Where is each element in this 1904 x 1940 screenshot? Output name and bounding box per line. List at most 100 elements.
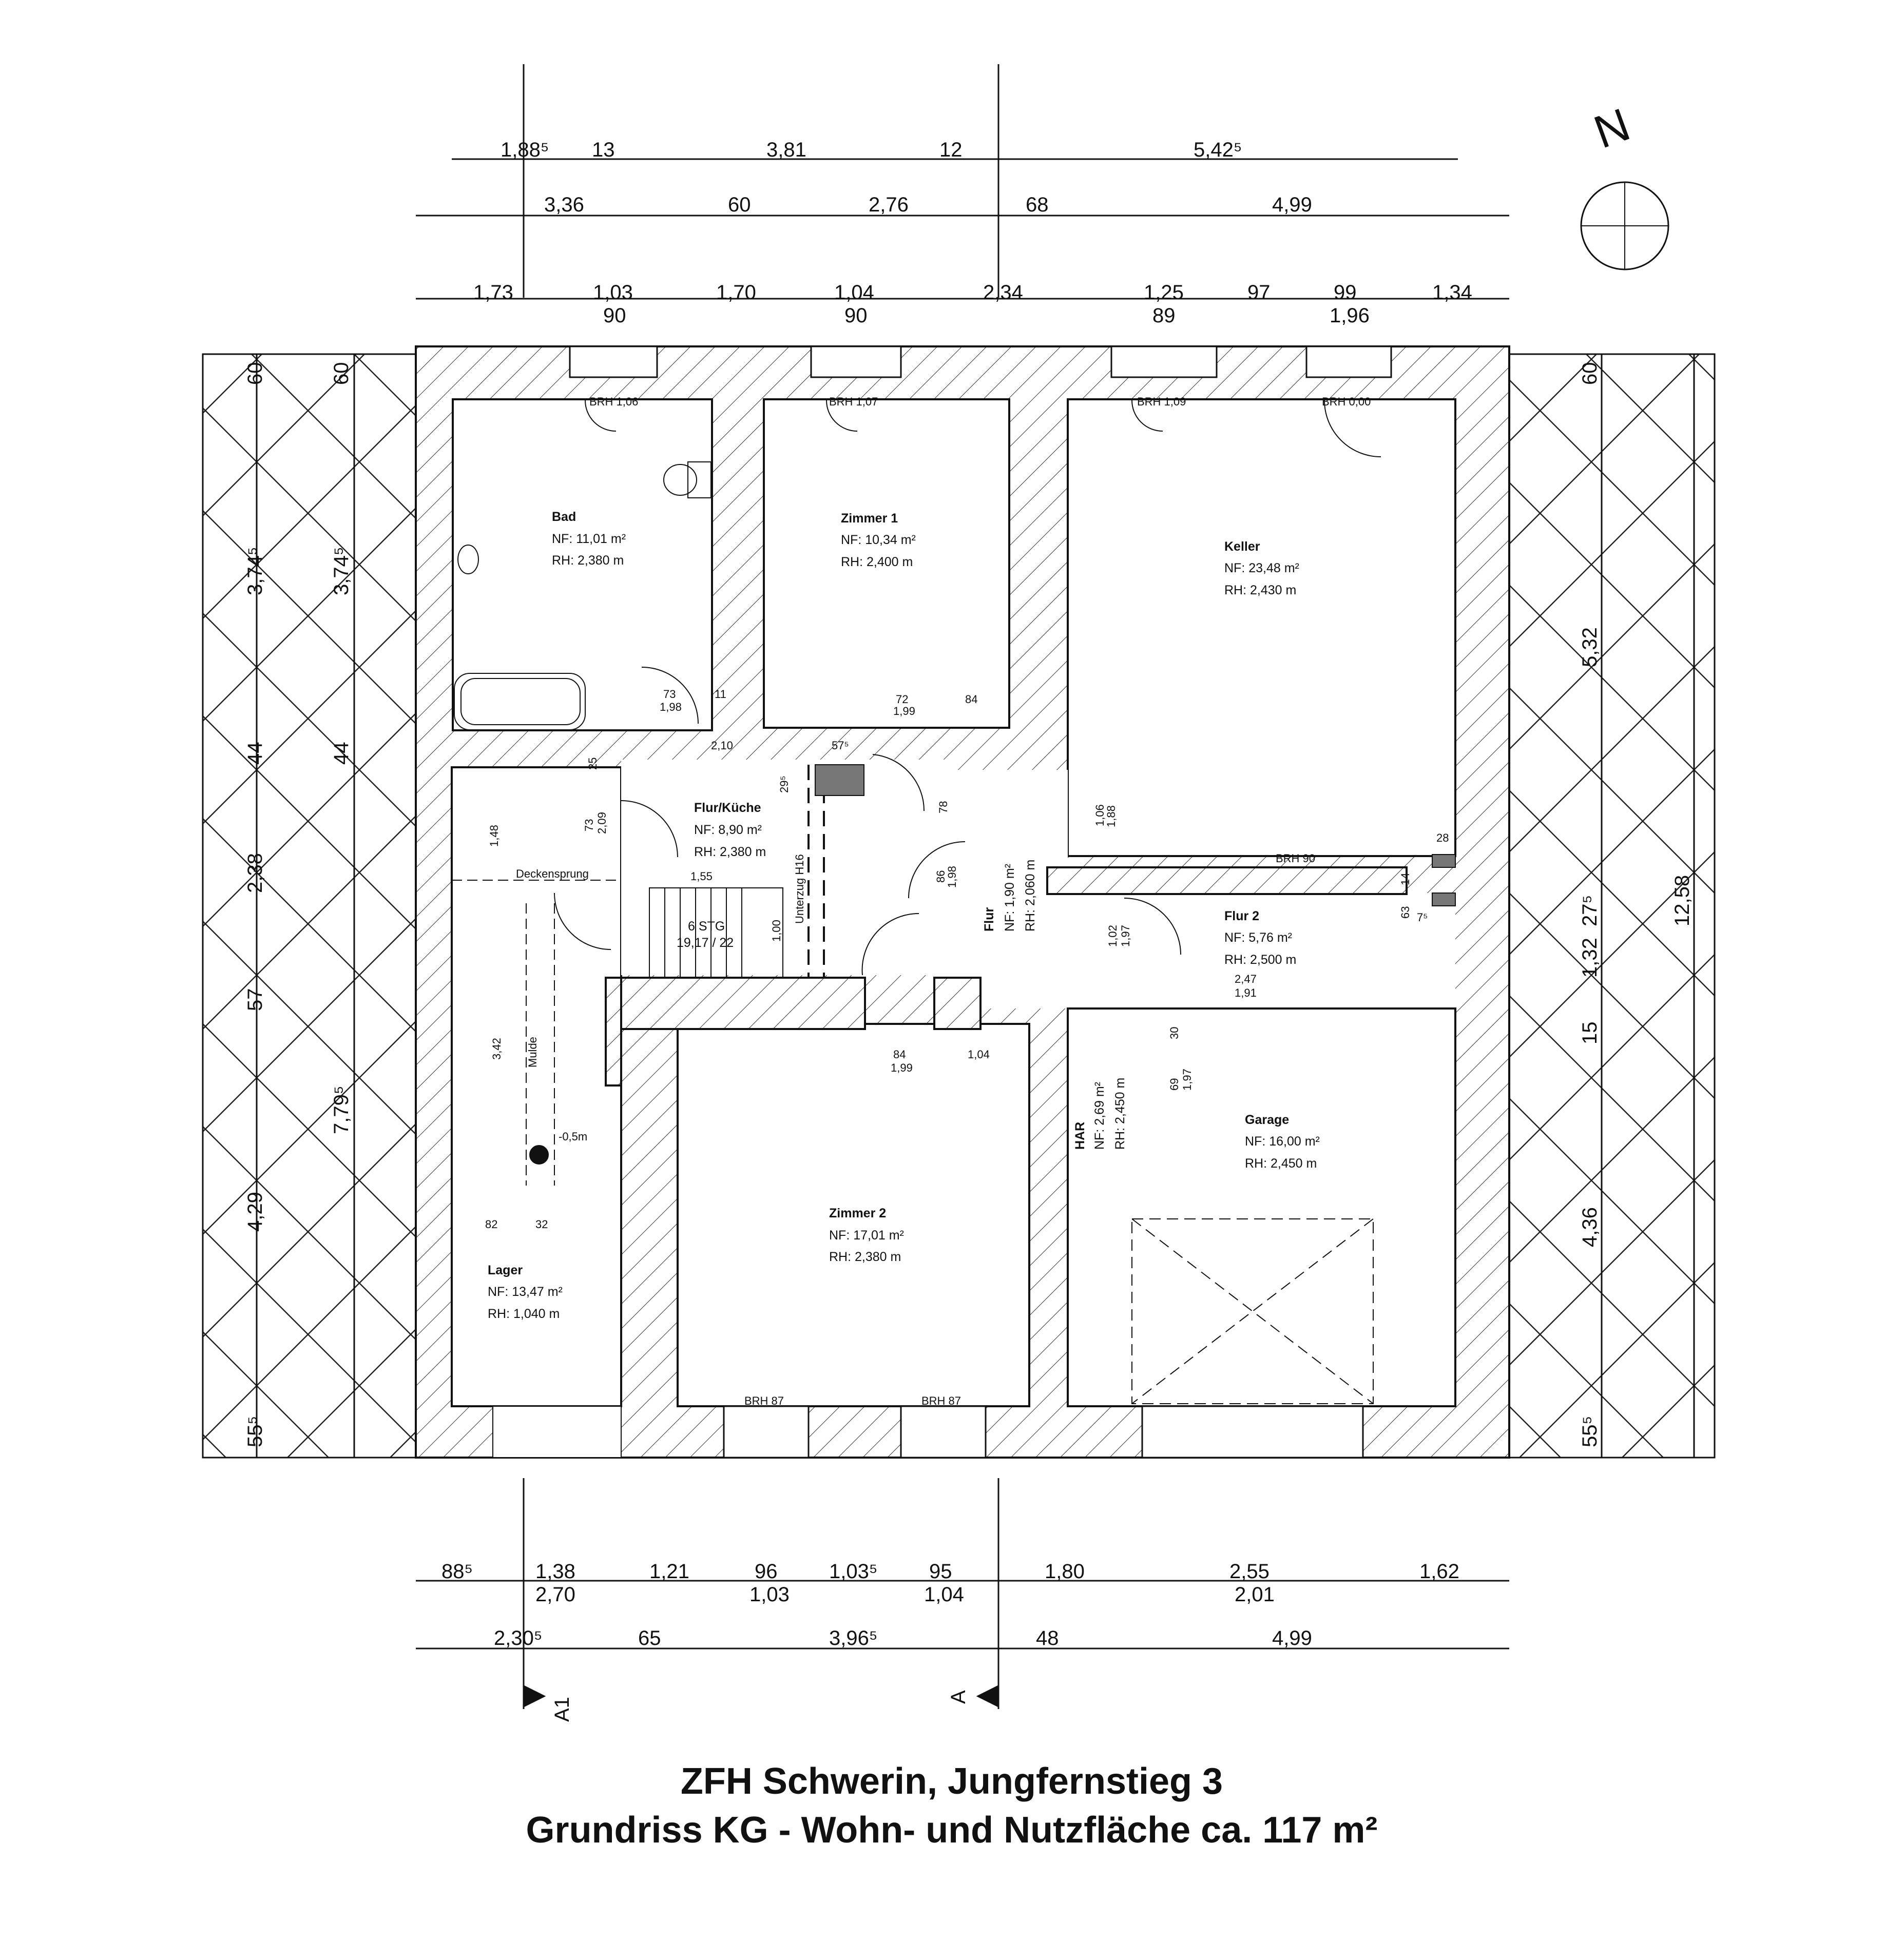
walls bbox=[415, 345, 1510, 1459]
label-inner-dims-d10: 29⁵ bbox=[778, 775, 791, 793]
label-dims-top-row3a-6: 97 bbox=[1247, 281, 1271, 304]
label-dims-top-row2-2: 2,76 bbox=[869, 193, 909, 216]
label-inner-dims-d2: 1,98 bbox=[660, 701, 682, 713]
label-dims-bottom-row1b-0: 2,70 bbox=[535, 1583, 575, 1606]
label-inner-dims-d34: 1,97 bbox=[1181, 1069, 1194, 1091]
label-inner-dims-d35: 3,42 bbox=[490, 1038, 503, 1060]
label-rooms-flur-kueche-nf: NF: 8,90 m² bbox=[694, 823, 762, 837]
label-inner-dims-d15: 1,00 bbox=[770, 920, 783, 942]
label-dims-bottom-row1a-3: 96 bbox=[755, 1560, 778, 1583]
label-inner-dims-d3: 11 bbox=[715, 688, 726, 701]
label-inner-dims-d21: 28 bbox=[1436, 831, 1449, 844]
label-rooms-zimmer2-name: Zimmer 2 bbox=[829, 1206, 886, 1220]
label-dims-bottom-row1a-4: 1,03⁵ bbox=[829, 1560, 877, 1583]
label-dims-top-row3a-5: 1,25 bbox=[1144, 281, 1184, 304]
label-inner-dims-d16: 78 bbox=[937, 801, 950, 813]
label-notes-unterzug: Unterzug H16 bbox=[793, 854, 806, 924]
label-rooms-har-rh: RH: 2,450 m bbox=[1113, 1078, 1127, 1150]
label-inner-dims-d17: 86 bbox=[934, 870, 947, 883]
room-har: HAR NF: 2,69 m² RH: 2,450 m bbox=[1073, 1078, 1127, 1150]
label-inner-dims-d7: 2,10 bbox=[711, 739, 733, 752]
label-inner-dims-d32: 30 bbox=[1168, 1027, 1181, 1039]
dims-left: 60 3,74⁵ 44 2,38 57 4,29 55⁵ 60 3,74⁵ 44… bbox=[244, 362, 353, 1448]
room-lager: Lager NF: 13,47 m² RH: 1,040 m bbox=[488, 1263, 563, 1321]
label-rooms-flur-kueche-rh: RH: 2,380 m bbox=[694, 845, 766, 859]
label-inner-dims-d20: 1,88 bbox=[1105, 805, 1118, 827]
dims-bottom: 88⁵ 1,38 1,21 96 1,03⁵ 95 1,80 2,55 1,62… bbox=[441, 1560, 1459, 1650]
dims-top: 1,88⁵ 13 3,81 12 5,42⁵ 3,36 60 2,76 68 4… bbox=[473, 139, 1472, 327]
label-inner-dims-d26: 1,97 bbox=[1119, 925, 1132, 947]
label-inner-dims-d1: 73 bbox=[663, 688, 676, 701]
label-dims-bottom-row1a-0: 88⁵ bbox=[441, 1560, 473, 1583]
label-dims-top-row3a-4: 2,34 bbox=[983, 281, 1023, 304]
label-dims-right-inner-6: 55⁵ bbox=[1579, 1416, 1601, 1447]
label-notes-brh-z2b: BRH 87 bbox=[921, 1394, 961, 1407]
room-flur: Flur NF: 1,90 m² RH: 2,060 m bbox=[982, 860, 1037, 932]
label-dims-left-outer-0: 60 bbox=[244, 362, 266, 385]
label-dims-top-row3b-3: 1,96 bbox=[1330, 304, 1370, 327]
label-notes-stair1: 6 STG bbox=[688, 919, 725, 934]
label-rooms-flur-kueche-name: Flur/Küche bbox=[694, 801, 761, 815]
label-notes-stair2: 19,17 / 22 bbox=[677, 936, 734, 950]
axis-lines bbox=[256, 64, 1695, 1709]
title-line-1: ZFH Schwerin, Jungfernstieg 3 bbox=[681, 1761, 1223, 1802]
label-rooms-zimmer1-name: Zimmer 1 bbox=[841, 511, 898, 526]
north-label: N bbox=[1588, 99, 1637, 159]
label-inner-dims-d23: 63 bbox=[1399, 906, 1412, 919]
label-notes-brh-z1: BRH 1,07 bbox=[829, 395, 878, 408]
label-inner-dims-d5: 1,99 bbox=[893, 705, 915, 717]
label-notes-brh-flur2: BRH 90 bbox=[1276, 852, 1315, 865]
label-notes-mulde: Mulde bbox=[526, 1037, 539, 1068]
label-dims-left-outer-2: 44 bbox=[244, 742, 266, 765]
label-dims-bottom-row1a-1: 1,38 bbox=[535, 1560, 575, 1583]
label-inner-dims-d9: 25 bbox=[586, 758, 599, 770]
label-dims-right-inner-5: 4,36 bbox=[1579, 1207, 1601, 1247]
label-dims-top-row1-3: 12 bbox=[939, 139, 963, 161]
section-a-label: A bbox=[947, 1690, 970, 1704]
title-line-2: Grundriss KG - Wohn- und Nutzfläche ca. … bbox=[526, 1810, 1378, 1851]
dims-right: 60 5,32 27⁵ 1,32 15 4,36 55⁵ 12,58 bbox=[1579, 362, 1694, 1448]
label-rooms-garage-name: Garage bbox=[1245, 1113, 1289, 1127]
label-inner-dims-d24: 7⁵ bbox=[1417, 911, 1428, 924]
label-inner-dims-d6: 84 bbox=[965, 693, 977, 706]
label-notes-level: -0,5m bbox=[559, 1130, 587, 1143]
label-rooms-lager-rh: RH: 1,040 m bbox=[488, 1307, 560, 1321]
label-inner-dims-d37: 32 bbox=[535, 1218, 548, 1231]
label-dims-bottom-row1a-7: 2,55 bbox=[1229, 1560, 1270, 1583]
label-dims-bottom-row1a-2: 1,21 bbox=[649, 1560, 689, 1583]
label-rooms-flur-rh: RH: 2,060 m bbox=[1023, 860, 1037, 932]
label-inner-dims-d22: 14 bbox=[1399, 873, 1412, 885]
label-inner-dims-d25: 1,02 bbox=[1106, 925, 1119, 947]
room-garage: Garage NF: 16,00 m² RH: 2,450 m bbox=[1245, 1113, 1320, 1171]
room-bad: Bad NF: 11,01 m² RH: 2,380 m bbox=[552, 510, 626, 568]
label-dims-top-row1-2: 3,81 bbox=[766, 139, 806, 161]
label-dims-top-row1-0: 1,88⁵ bbox=[501, 139, 549, 161]
inner-dims: 73 1,98 11 72 1,99 84 2,10 57⁵ 25 29⁵ 73… bbox=[485, 688, 1449, 1231]
label-notes-brh-bad: BRH 1,06 bbox=[589, 395, 638, 408]
label-inner-dims-d29: 84 bbox=[893, 1048, 906, 1061]
label-rooms-flur2-nf: NF: 5,76 m² bbox=[1224, 930, 1292, 945]
label-dims-top-row2-1: 60 bbox=[728, 193, 751, 216]
label-dims-left-inner-0: 60 bbox=[330, 362, 353, 385]
label-dims-top-row2-3: 68 bbox=[1026, 193, 1049, 216]
label-notes-brh-keller: BRH 1,09 bbox=[1137, 395, 1186, 408]
label-dims-top-row1-1: 13 bbox=[592, 139, 615, 161]
label-dims-right-inner-0: 60 bbox=[1579, 362, 1601, 385]
plan-notes: BRH 1,06 BRH 1,07 BRH 1,09 BRH 0,00 BRH … bbox=[516, 395, 1371, 1407]
label-dims-top-row3a-8: 1,34 bbox=[1432, 281, 1472, 304]
label-dims-top-row3a-2: 1,70 bbox=[716, 281, 756, 304]
label-dims-top-row3a-0: 1,73 bbox=[473, 281, 513, 304]
label-dims-top-row3a-1: 1,03 bbox=[593, 281, 633, 304]
label-rooms-bad-rh: RH: 2,380 m bbox=[552, 553, 624, 568]
label-inner-dims-d31: 1,04 bbox=[968, 1048, 990, 1061]
label-dims-bottom-row1a-8: 1,62 bbox=[1419, 1560, 1459, 1583]
label-dims-bottom-row2-1: 65 bbox=[638, 1627, 661, 1650]
north-compass: N bbox=[1580, 99, 1669, 270]
label-rooms-garage-nf: NF: 16,00 m² bbox=[1245, 1134, 1320, 1149]
label-inner-dims-d13: 1,48 bbox=[488, 825, 501, 847]
label-rooms-flur-nf: NF: 1,90 m² bbox=[1003, 864, 1017, 932]
label-dims-bottom-row1b-3: 2,01 bbox=[1235, 1583, 1275, 1606]
label-dims-right-inner-4: 15 bbox=[1579, 1022, 1601, 1045]
label-dims-top-row3b-2: 89 bbox=[1152, 304, 1176, 327]
label-notes-brh-z2a: BRH 87 bbox=[744, 1394, 784, 1407]
